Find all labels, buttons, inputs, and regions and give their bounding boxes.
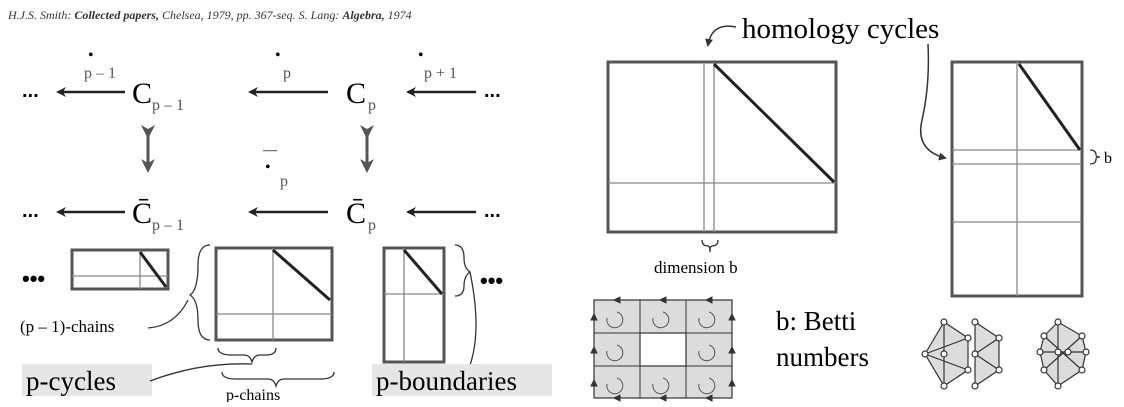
label-dimension-b: dimension b (654, 258, 738, 277)
arrow-homology-left (705, 25, 737, 47)
boundary-label-p-plus-1: p + 1 (424, 65, 457, 82)
leader-p-cycles (149, 363, 253, 382)
label-p-chains: p-chains (226, 387, 280, 402)
label-p-boundaries: p-boundaries (376, 366, 517, 396)
citation-detail-1: Chelsea, 1979, pp. 367-seq. (161, 8, 296, 22)
highlight-p-boundaries (372, 364, 552, 396)
matrix-homology-tall (950, 60, 1084, 298)
label-betti-2: numbers (776, 342, 869, 372)
leader-p-minus-1-chains (147, 299, 189, 329)
C-bar-p-sub: p (368, 217, 376, 234)
C-bar-p-minus-1: C̄ (132, 197, 152, 230)
ellipsis-mid-left: ... (22, 200, 39, 222)
boundary-label-p-minus-1: p – 1 (84, 65, 116, 82)
label-b-brace: b (1104, 150, 1112, 167)
matrix-p-plus-1 (382, 246, 446, 364)
citation-detail-2: 1974 (387, 8, 412, 22)
label-homology-cycles: homology cycles (742, 13, 939, 45)
C-p-sub: p (368, 97, 376, 114)
simplicial-complex-1 (921, 318, 1003, 390)
brace-p-cycles (217, 347, 277, 365)
ellipsis-top-right: ... (484, 80, 501, 102)
citation-work-2: Algebra, (342, 8, 385, 22)
ellipsis-mid-right: ... (484, 200, 501, 222)
dot-top-1: • (88, 47, 94, 64)
dot-top-3: • (418, 47, 424, 64)
dot-bottom: • (265, 159, 271, 176)
matrix-p-minus-1 (70, 248, 170, 291)
C-p-minus-1-sub: p – 1 (152, 97, 184, 114)
simplicial-complex-2 (1036, 318, 1090, 390)
matrix-p (214, 246, 334, 342)
ellipsis-top-left: ... (22, 80, 39, 102)
dots-right: ••• (480, 268, 503, 293)
C-bar-p: C̄ (346, 197, 366, 230)
brace-p-minus-1-chains (188, 244, 211, 341)
citation-author-2: S. Lang: (298, 8, 340, 22)
torus-grid-figure (590, 296, 736, 402)
C-p-minus-1: C (132, 77, 152, 110)
brace-p-chains (221, 371, 335, 389)
label-betti-1: b: Betti (776, 306, 856, 336)
citation-author-1: H.J.S. Smith: (8, 8, 72, 22)
boundary-bar-label-p: p (280, 173, 288, 190)
dot-top-2: • (275, 47, 281, 64)
label-p-cycles: p-cycles (26, 366, 116, 396)
citation: H.J.S. Smith: Collected papers, Chelsea,… (8, 8, 412, 23)
brace-b (1089, 149, 1101, 165)
dots-left: ••• (22, 266, 45, 291)
leader-p-boundaries (469, 271, 477, 366)
citation-work-1: Collected papers, (74, 8, 159, 22)
C-p: C (346, 77, 366, 110)
bar-mark: — (262, 143, 278, 158)
brace-p-boundaries (454, 244, 472, 297)
matrix-homology-wide (606, 60, 838, 234)
brace-dimension (701, 239, 719, 253)
boundary-label-p: p (283, 65, 291, 82)
label-p-minus-1-chains: (p – 1)-chains (20, 317, 114, 336)
arrow-homology-right (920, 43, 947, 161)
C-bar-p-minus-1-sub: p – 1 (152, 217, 184, 234)
highlight-p-cycles (22, 364, 152, 396)
